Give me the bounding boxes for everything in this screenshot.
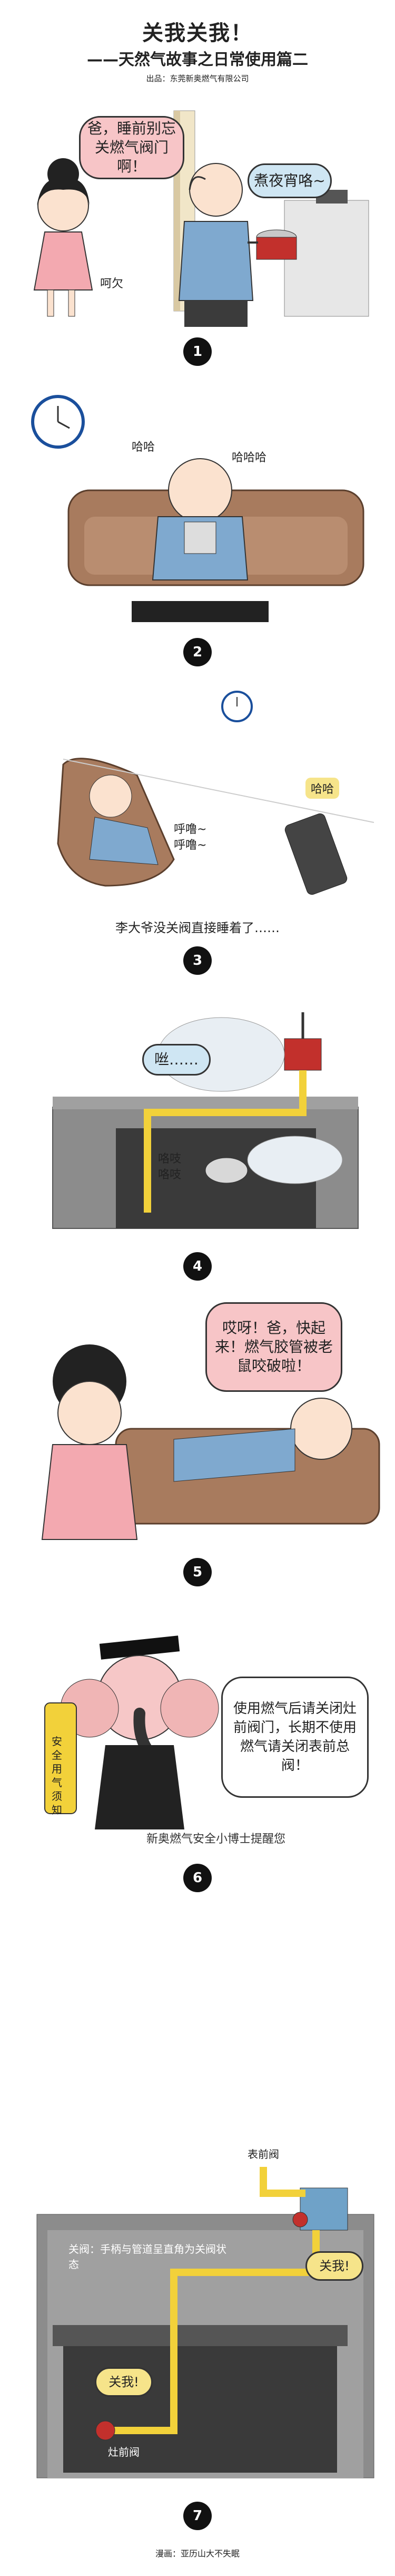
sfx-laugh-2: 哈哈哈	[232, 451, 267, 464]
panel-number-6: 6	[183, 1864, 212, 1892]
panel-number-3: 3	[183, 946, 212, 975]
panel-1-illustration	[33, 110, 369, 327]
page-subtitle: ——天然气故事之日常使用篇二	[87, 51, 308, 69]
safety-sign: 安全用气须知	[52, 1735, 62, 1816]
panel-number-2: 2	[183, 638, 212, 666]
close-me-badge-stove: 关我!	[95, 2367, 153, 2397]
meter-valve-label: 表前阀	[248, 2148, 279, 2161]
publisher: 出品：东莞新奥燃气有限公司	[146, 74, 249, 83]
panel-3-caption: 李大爷没关阀直接睡着了……	[115, 921, 280, 935]
close-me-badge-meter: 关我!	[305, 2251, 363, 2281]
panel-number-5: 5	[183, 1558, 212, 1586]
speech-bubble-daughter: 爸，睡前别忘关燃气阀门啊！	[79, 116, 184, 179]
panel-number-1: 1	[183, 337, 212, 366]
panel-5-illustration	[41, 1344, 380, 1540]
panel-1: 爸，睡前别忘关燃气阀门啊！ 煮夜宵咯~ 呵欠 1	[0, 100, 395, 374]
panel-2: 哈哈 哈哈哈 2	[0, 380, 395, 675]
sfx-chew-2: 咯吱	[158, 1168, 182, 1182]
panel-6-illustration	[44, 1635, 219, 1829]
speech-bubble-father: 煮夜宵咯~	[248, 163, 332, 198]
sfx-yawn: 呵欠	[100, 277, 124, 290]
panel-4: 咝…… 咯吱 咯吱 4	[0, 991, 395, 1286]
panel-7: 表前阀 关阀：手柄与管道呈直角为关阀状态 关我! 关我! 灶前阀 7	[0, 2135, 395, 2546]
panel-3: 呼噜~ 呼噜~ 哈哈 李大爷没关阀直接睡着了…… 3	[0, 685, 395, 981]
speech-bubble-safety-tip: 使用燃气后请关闭灶前阀门，长期不使用燃气请关闭表前总阀！	[221, 1677, 369, 1798]
panel-7-illustration	[36, 2167, 374, 2478]
panel-6-caption: 新奥燃气安全小博士提醒您	[146, 1833, 285, 1846]
panel-number-7: 7	[183, 2502, 212, 2530]
speech-bubble-alarm: 哎呀！爸，快起来！燃气胶管被老鼠咬破啦！	[205, 1302, 342, 1392]
panel-3-illustration	[57, 691, 374, 895]
panel-5: 哎呀！爸，快起来！燃气胶管被老鼠咬破啦！ 5	[0, 1297, 395, 1592]
panel-6: 安全用气须知 使用燃气后请关闭灶前阀门，长期不使用燃气请关闭表前总阀！ 新奥燃气…	[0, 1608, 395, 1903]
sfx-snore-1: 呼噜~	[174, 823, 207, 836]
panel-number-4: 4	[183, 1252, 212, 1281]
header: 关我关我！ ——天然气故事之日常使用篇二 出品：东莞新奥燃气有限公司	[0, 0, 395, 95]
sfx-tv-laugh: 哈哈	[305, 778, 340, 799]
credit: 漫画：亚历山大不失眠	[155, 2549, 240, 2559]
sfx-chew-1: 咯吱	[158, 1153, 182, 1166]
sfx-hiss: 咝……	[142, 1044, 211, 1076]
panel-4-illustration	[52, 1012, 359, 1229]
panel-2-illustration	[31, 395, 364, 622]
stove-valve-label: 灶前阀	[108, 2446, 140, 2458]
page-title: 关我关我！	[142, 21, 253, 45]
sfx-snore-2: 呼噜~	[174, 839, 207, 852]
closed-valve-note: 关阀：手柄与管道呈直角为关阀状态	[68, 2243, 226, 2271]
sfx-laugh-1: 哈哈	[132, 441, 155, 454]
